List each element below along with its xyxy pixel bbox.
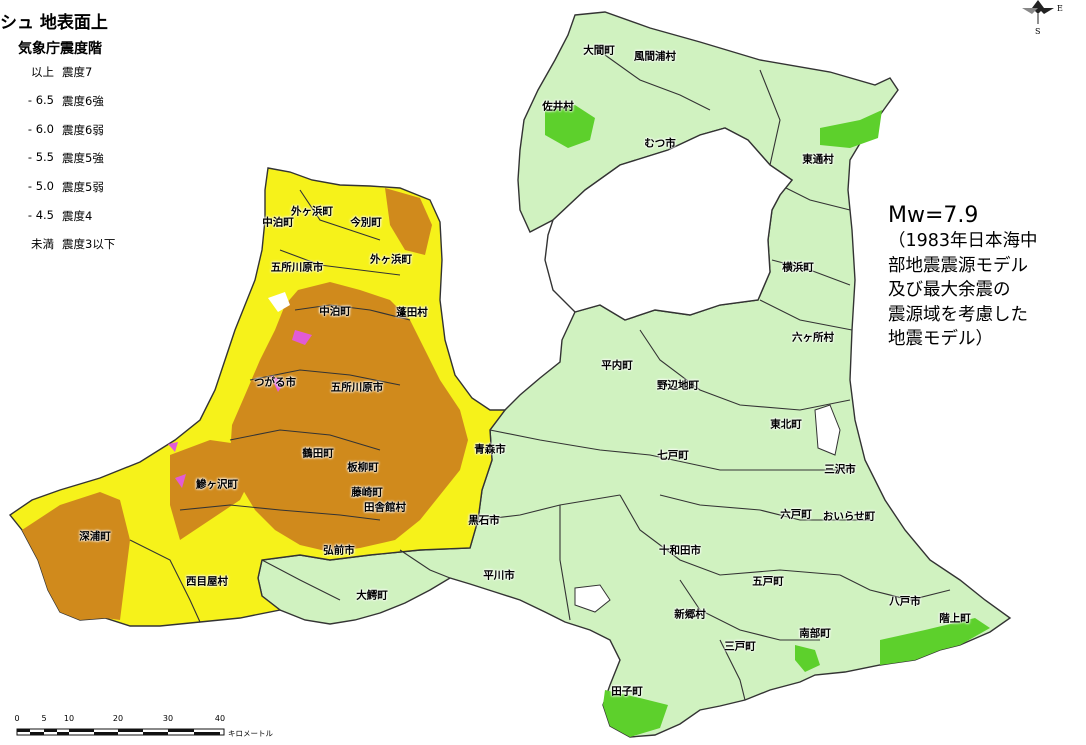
legend-range: 未満: [31, 237, 54, 251]
annotation-line: （1983年日本海中: [888, 231, 1038, 251]
municipality-label: 弘前市: [323, 544, 355, 557]
legend-intensity: 震度7: [62, 65, 93, 79]
municipality-label: 中泊町: [262, 216, 294, 229]
municipality-label: 青森市: [474, 443, 506, 456]
lake: [814, 404, 841, 456]
scale-tick-label: 40: [214, 714, 226, 723]
map-region-intensity-4: [820, 110, 882, 148]
annotation-line: 震源域を考慮した: [888, 304, 1028, 325]
map-region-intensity-4: [880, 618, 990, 665]
municipality-label: 八戸市: [889, 595, 921, 608]
municipality-label: 横浜町: [782, 261, 814, 274]
legend-title: シュ 地表面上: [0, 13, 108, 33]
legend-range: - 6.5: [27, 93, 54, 107]
scale-tick-label: 10: [63, 714, 75, 723]
municipality-label: 十和田市: [659, 544, 701, 557]
legend-intensity: 震度6弱: [62, 123, 104, 137]
municipality-label: 中泊町: [319, 305, 351, 318]
municipality-label: 大間町: [583, 44, 615, 57]
annotation-line: 及び最大余震の: [888, 280, 1011, 300]
legend-intensity: 震度4: [62, 209, 93, 223]
municipality-label: 外ヶ浜町: [370, 253, 412, 266]
municipality-label: おいらせ町: [822, 510, 876, 523]
municipality-label: 佐井村: [542, 100, 574, 113]
municipality-label: 深浦町: [79, 530, 111, 543]
municipality-label: 六ヶ所村: [792, 331, 834, 344]
legend-intensity: 震度5弱: [62, 180, 104, 194]
municipality-label: 蓬田村: [396, 306, 428, 319]
municipality-label: 三沢市: [824, 463, 856, 476]
municipality-label: 五所川原市: [270, 261, 324, 274]
earthquake-model-annotation: Mw=7.9 （1983年日本海中 部地震震源モデル 及び最大余震の 震源域を考…: [888, 203, 1038, 352]
municipality-label: 東通村: [802, 153, 834, 166]
scale-tick-label: 30: [162, 714, 174, 723]
scale-tick-label: 5: [41, 714, 47, 723]
municipality-label: 五戸町: [752, 575, 784, 588]
municipality-label: 五所川原市: [330, 381, 384, 394]
legend-range: 以上: [31, 65, 54, 79]
municipality-label: むつ市: [644, 137, 676, 150]
map-region-intensity-5-upper: [385, 188, 432, 255]
municipality-label: 六戸町: [780, 508, 812, 521]
municipality-label: 今別町: [350, 216, 382, 229]
municipality-label: 東北町: [770, 418, 802, 431]
legend-range: - 5.5: [27, 150, 54, 164]
magnitude-label: Mw=7.9: [888, 203, 979, 228]
municipality-label: 南部町: [799, 627, 831, 640]
municipality-label: 平川市: [483, 569, 515, 582]
municipality-label: つがる市: [254, 376, 296, 389]
annotation-line: 地震モデル）: [888, 329, 993, 349]
scale-bar-graphic: [16, 728, 225, 736]
scale-tick-label: 0: [14, 714, 20, 723]
municipality-label: 田舎館村: [364, 501, 406, 514]
municipality-label: 黒石市: [468, 514, 500, 527]
municipality-label: 鰺ヶ沢町: [196, 478, 238, 491]
municipality-label: 藤崎町: [351, 486, 383, 499]
map-region-intensity-4: [795, 645, 820, 672]
municipality-label: 野辺地町: [657, 379, 699, 392]
map-region-intensity-6-lower: [270, 375, 285, 392]
legend-intensity: 震度5強: [62, 151, 104, 165]
municipality-label: 外ヶ浜町: [291, 205, 333, 218]
map-region-intensity-6-lower: [168, 442, 178, 452]
legend-range: - 6.0: [27, 122, 54, 136]
mutsu-bay: [544, 127, 794, 321]
municipality-label: 新郷村: [674, 608, 706, 621]
map-region-intensity-4: [603, 690, 668, 737]
municipality-label: 七戸町: [657, 449, 689, 462]
municipality-label: 風間浦村: [634, 50, 676, 63]
municipality-label: 鶴田町: [302, 447, 334, 460]
lake: [574, 584, 611, 613]
compass-icon: E S: [1022, 0, 1063, 36]
map-region-intensity-5-upper: [230, 282, 468, 552]
map-region-intensity-6-lower: [292, 330, 312, 345]
municipality-label: 階上町: [939, 612, 971, 625]
municipality-label: 西目屋村: [186, 575, 228, 588]
map-region-intensity-5-upper: [22, 492, 130, 620]
scale-unit-label: キロメートル: [228, 729, 273, 738]
municipality-label: 板柳町: [347, 461, 379, 474]
map-region-intensity-5-upper: [170, 440, 255, 540]
map-region-intensity-6-lower: [175, 474, 186, 488]
map-region-white: [268, 292, 290, 312]
compass-east-label: E: [1057, 4, 1063, 13]
legend-range: - 5.0: [27, 179, 54, 193]
annotation-line: 部地震震源モデル: [888, 255, 1028, 276]
municipality-label: 大鰐町: [356, 589, 388, 602]
map-region-intensity-4: [545, 105, 595, 148]
municipal-boundaries: [129, 54, 951, 701]
municipality-label: 三戸町: [724, 640, 756, 653]
compass-south-label: S: [1035, 27, 1040, 36]
municipality-label: 平内町: [601, 359, 633, 372]
scale-tick-label: 20: [112, 714, 124, 723]
legend-intensity: 震度3以下: [62, 237, 116, 251]
legend-intensity: 震度6強: [62, 94, 104, 108]
legend-range: - 4.5: [27, 208, 54, 222]
municipality-label: 田子町: [611, 685, 643, 698]
legend-subtitle: 気象庁震度階: [18, 41, 102, 57]
